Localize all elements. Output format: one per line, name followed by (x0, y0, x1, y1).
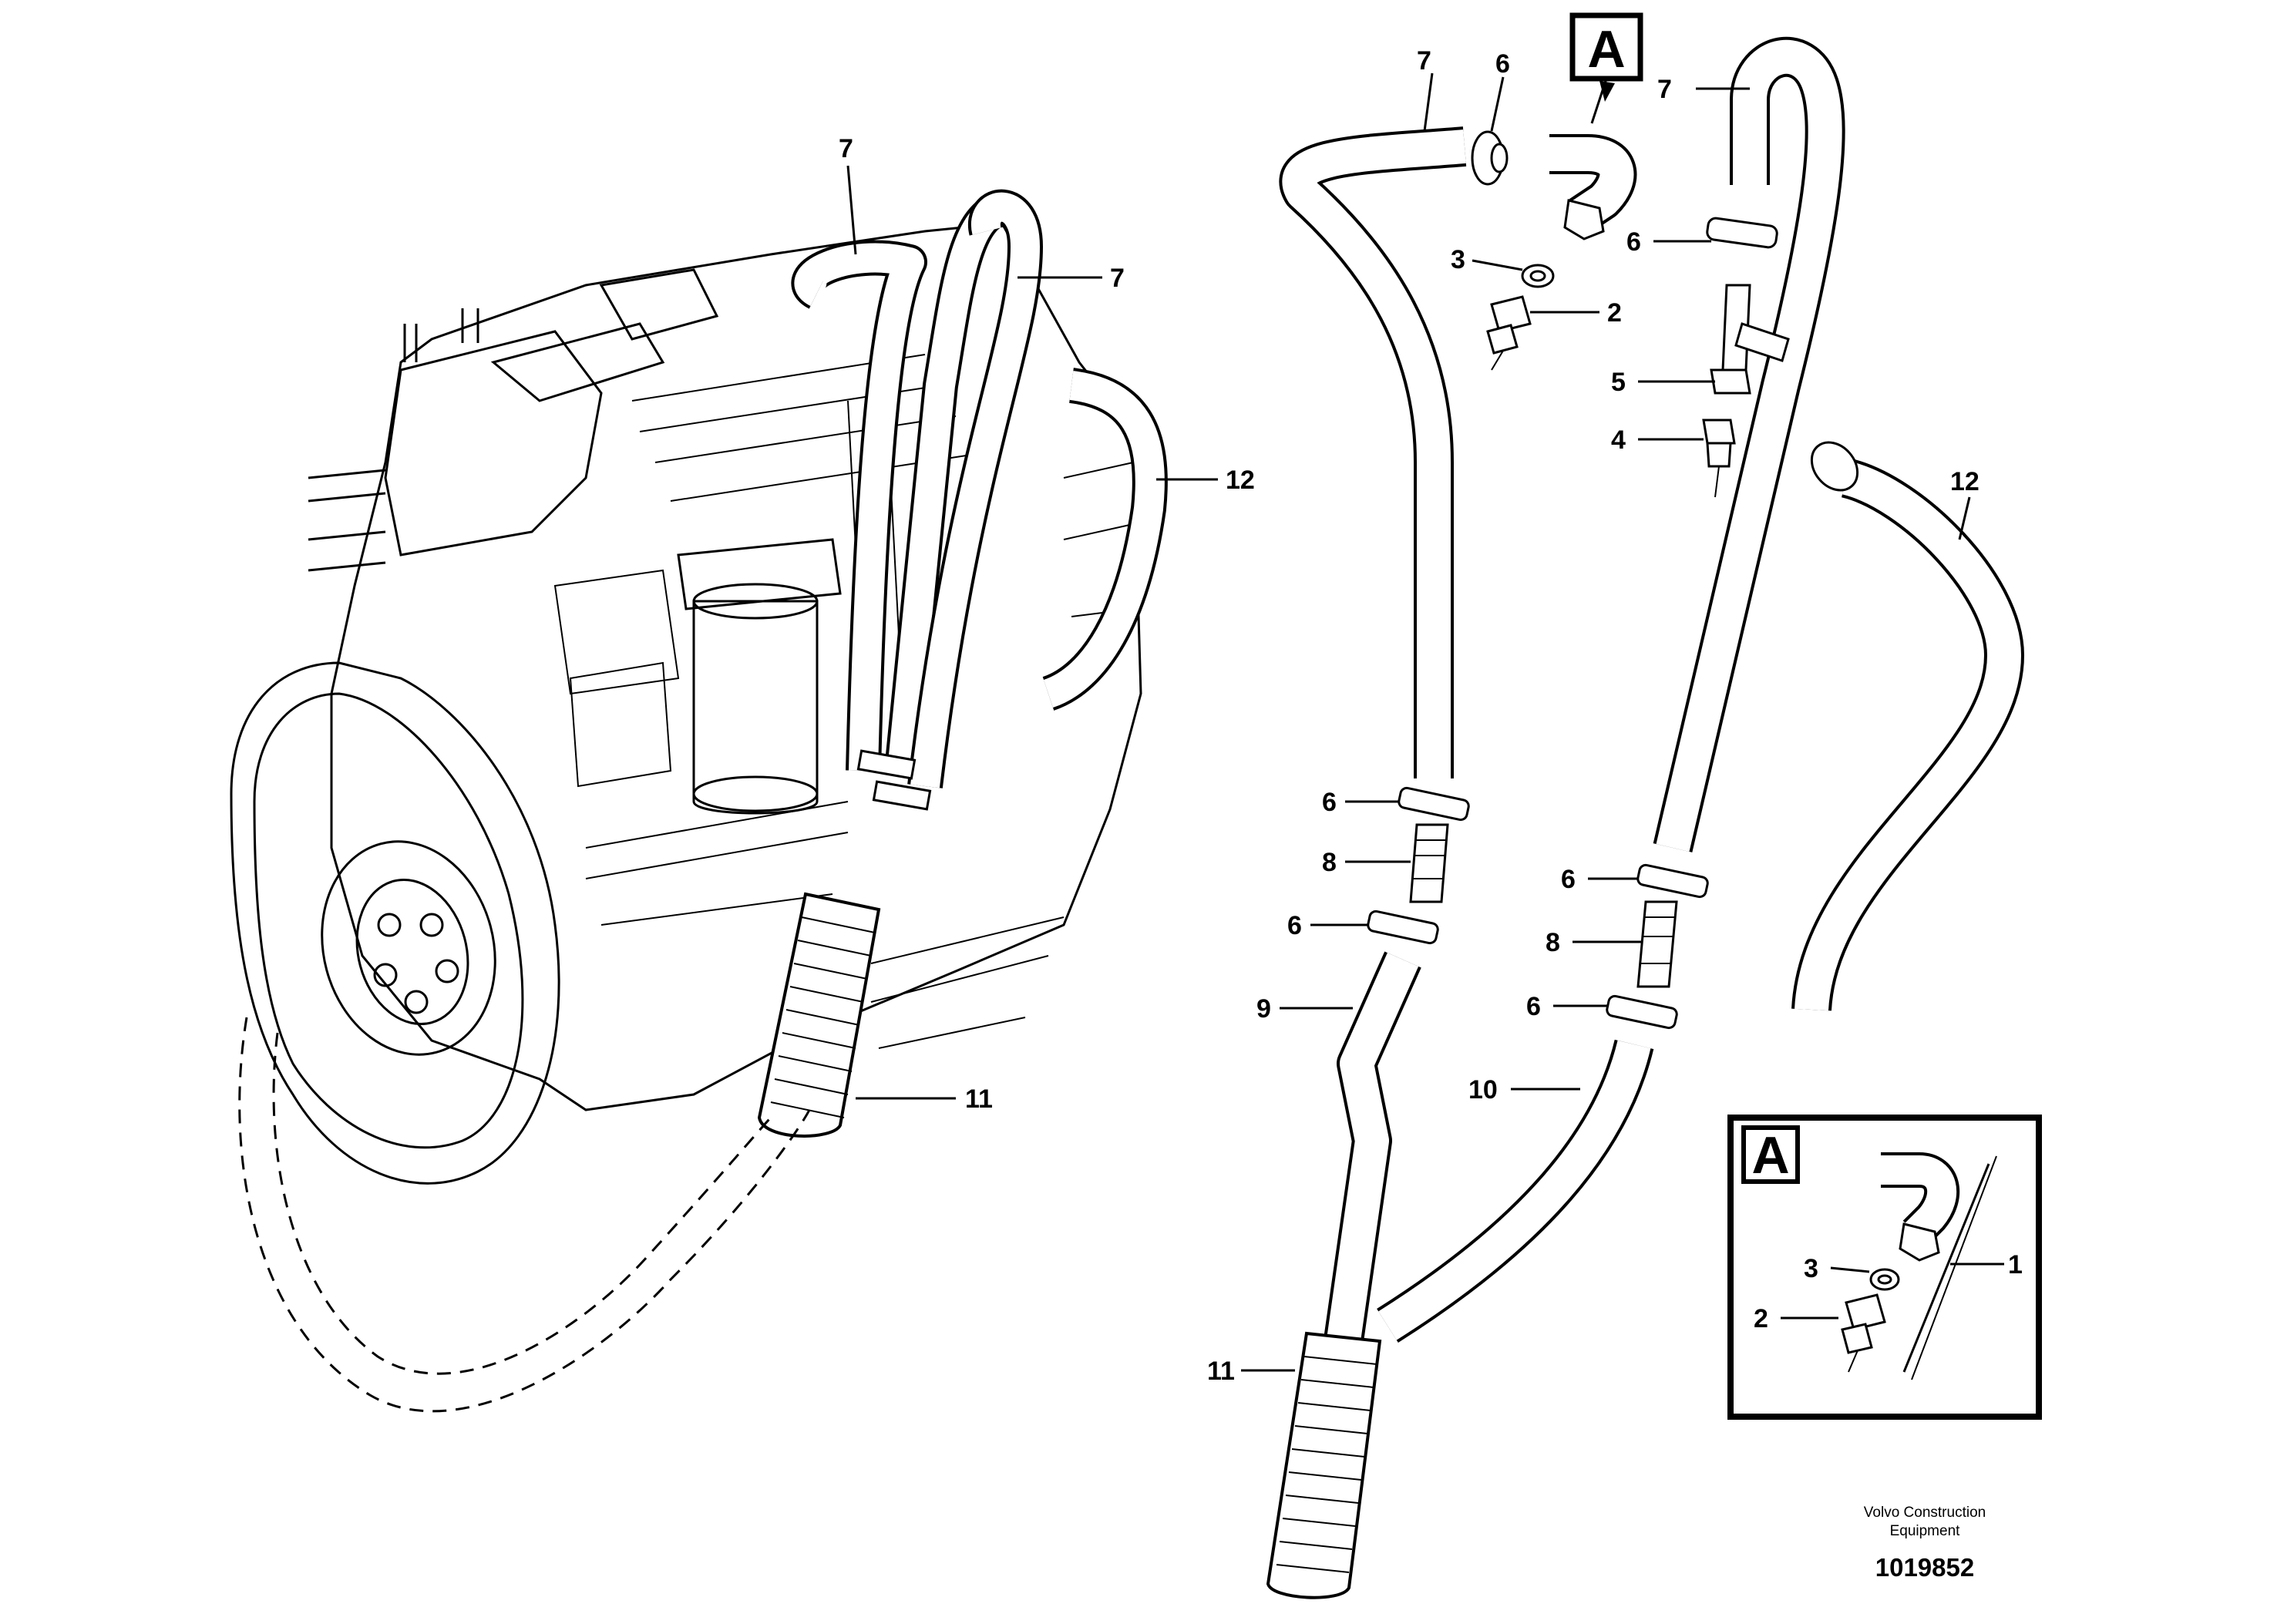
view-marker-a-letter: A (1587, 20, 1625, 79)
engine-illustration (230, 189, 1168, 1413)
hose-assembly-9 (1266, 126, 1654, 1599)
hose-assembly-10 (1606, 36, 2024, 1030)
callout-7-right: 7 (1657, 75, 1672, 104)
detail-callout-2: 2 (1754, 1304, 1768, 1333)
detail-callout-3: 3 (1804, 1254, 1818, 1283)
engine-callout-11: 11 (965, 1084, 993, 1114)
engine-callouts: 7 7 12 11 (839, 134, 1255, 1114)
callout-2: 2 (1607, 298, 1622, 328)
callout-7-left: 7 (1417, 46, 1431, 76)
callout-4: 4 (1611, 425, 1626, 455)
callout-6-tee: 6 (1626, 227, 1641, 257)
footer: Volvo Construction Equipment 1019852 (1864, 1505, 1986, 1582)
detail-view-a: A 3 2 1 (1727, 1115, 2042, 1420)
callout-6-low-r: 6 (1526, 992, 1541, 1021)
callout-5: 5 (1611, 368, 1626, 397)
callout-11: 11 (1207, 1357, 1235, 1386)
engine-callout-12: 12 (1226, 466, 1255, 495)
callout-9: 9 (1256, 994, 1271, 1024)
view-marker-a: A (1569, 12, 1643, 124)
hose-10-callouts: 7 6 5 4 12 6 8 6 10 (1468, 75, 1980, 1105)
drawing-number: 1019852 (1875, 1553, 1974, 1582)
flywheel (230, 661, 560, 1185)
hose-9-callouts: 7 6 3 2 6 8 6 9 11 (1207, 46, 1622, 1386)
brand-line-2: Equipment (1890, 1523, 1961, 1539)
callout-8-r: 8 (1546, 928, 1560, 957)
callout-6-low: 6 (1287, 911, 1302, 940)
fuel-filter (677, 538, 842, 815)
tee-fitting-5 (1710, 284, 1790, 395)
callout-8: 8 (1322, 848, 1337, 877)
adapter-2 (1486, 295, 1532, 371)
callout-12: 12 (1950, 467, 1980, 496)
callout-6-mid: 6 (1322, 788, 1337, 817)
engine-callout-7-top: 7 (839, 134, 853, 163)
callout-3: 3 (1451, 245, 1465, 274)
nipple-4 (1702, 419, 1736, 498)
corrugated-sleeve-11 (1266, 1331, 1382, 1599)
callout-10: 10 (1468, 1075, 1498, 1105)
detail-callout-1: 1 (2008, 1250, 2023, 1279)
engine-callout-7-right: 7 (1110, 264, 1125, 293)
detail-marker-a-letter: A (1751, 1126, 1789, 1185)
callout-6-mid-r: 6 (1561, 865, 1576, 894)
brand-line-1: Volvo Construction (1864, 1505, 1986, 1521)
callout-6-top: 6 (1495, 49, 1510, 79)
engine-corrugated-sleeve (757, 892, 881, 1138)
